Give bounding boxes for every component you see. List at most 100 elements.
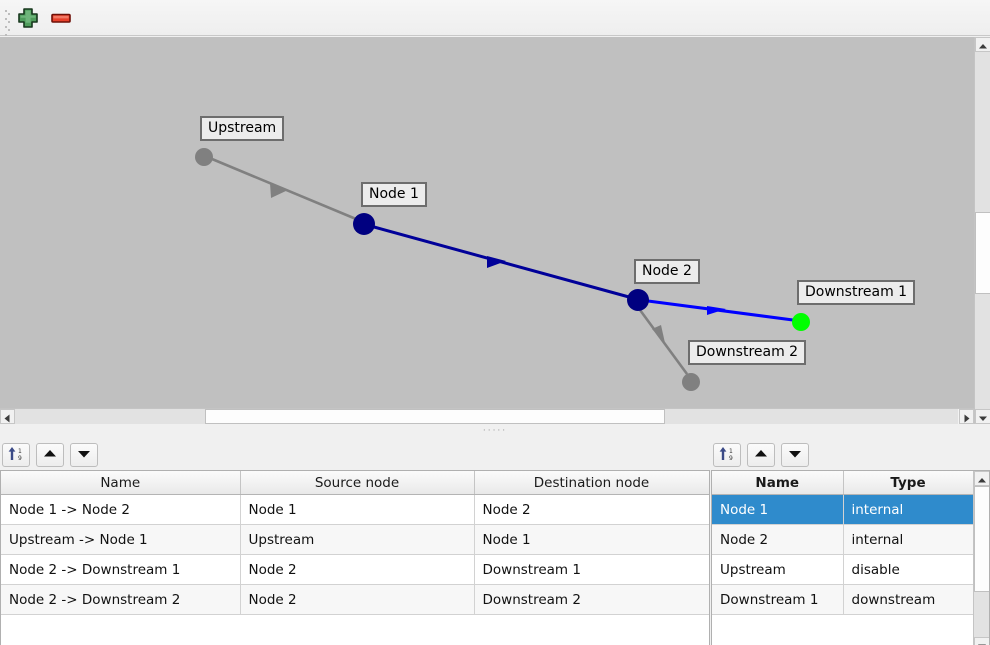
table-row[interactable]: Upstream disable: [712, 554, 974, 585]
splitter-grip-dots: ·····: [482, 426, 508, 436]
nodes-panel: 1 9 Name Type: [711, 440, 990, 645]
edges-col-name[interactable]: Name: [1, 471, 241, 495]
sort-ascending-icon: 1 9: [719, 446, 733, 462]
main-toolbar: [0, 0, 990, 39]
nodes-table-header-row: Name Type: [712, 471, 974, 495]
edges-move-down-button[interactable]: [70, 443, 98, 467]
table-row[interactable]: Node 2 internal: [712, 524, 974, 555]
nodes-table-body: Node 1 internal Node 2 internal Upstream…: [712, 494, 974, 615]
triangle-up-icon: [979, 44, 987, 49]
edge-upstream-to-node1[interactable]: [211, 157, 357, 221]
delete-node-button[interactable]: [48, 6, 74, 30]
graph-node-node2[interactable]: [627, 289, 649, 311]
triangle-left-icon: [4, 414, 10, 423]
node-label-downstream2[interactable]: Downstream 2: [688, 340, 807, 365]
node-name: Upstream: [712, 554, 844, 585]
node-type: disable: [843, 554, 974, 585]
edge-node2-to-downstream1[interactable]: [647, 299, 794, 322]
nodes-toolbar: 1 9: [711, 440, 990, 470]
edge-source: Node 2: [240, 584, 475, 615]
canvas-vscroll-thumb[interactable]: [975, 212, 990, 294]
nodes-vscroll-thumb[interactable]: [974, 486, 989, 592]
triangle-right-icon: [964, 414, 970, 423]
panel-splitter[interactable]: ·····: [0, 425, 990, 436]
svg-text:9: 9: [729, 455, 733, 462]
svg-text:1: 1: [18, 448, 22, 455]
edge-destination: Node 2: [474, 494, 709, 525]
table-row[interactable]: Upstream -> Node 1 Upstream Node 1: [1, 524, 709, 555]
edges-col-source[interactable]: Source node: [240, 471, 475, 495]
edges-panel: 1 9 Name Source: [0, 440, 710, 645]
triangle-up-icon: [44, 449, 56, 456]
canvas-vertical-scrollbar[interactable]: [974, 37, 990, 424]
edges-table-body: Node 1 -> Node 2 Node 1 Node 2 Upstream …: [1, 494, 709, 615]
table-row[interactable]: Node 1 internal: [712, 494, 974, 525]
edge-destination: Node 1: [474, 524, 709, 555]
node-name: Downstream 1: [712, 584, 844, 615]
nodes-move-down-button[interactable]: [781, 443, 809, 467]
nodes-col-name[interactable]: Name: [712, 471, 844, 495]
canvas-hscroll-thumb[interactable]: [205, 409, 665, 424]
edge-source: Upstream: [240, 524, 475, 555]
nodes-col-type[interactable]: Type: [843, 471, 974, 495]
edge-node1-to-node2[interactable]: [373, 225, 630, 299]
node-type: downstream: [843, 584, 974, 615]
edge-node2-to-downstream2[interactable]: [638, 309, 689, 375]
nodes-table-wrapper[interactable]: Name Type Node 1 internal Node 2 interna…: [711, 470, 990, 645]
table-row[interactable]: Node 1 -> Node 2 Node 1 Node 2: [1, 494, 709, 525]
node-name: Node 2: [712, 524, 844, 555]
nodes-table-vertical-scrollbar[interactable]: [973, 471, 989, 645]
svg-text:1: 1: [729, 448, 733, 455]
node-label-node1[interactable]: Node 1: [361, 182, 427, 207]
scroll-down-button[interactable]: [974, 637, 989, 645]
triangle-down-icon: [979, 416, 987, 421]
edge-destination: Downstream 2: [474, 584, 709, 615]
scroll-right-button[interactable]: [959, 409, 974, 424]
scroll-down-button[interactable]: [975, 409, 990, 424]
nodes-table: Name Type Node 1 internal Node 2 interna…: [712, 471, 974, 615]
add-node-button[interactable]: [15, 6, 41, 30]
table-row[interactable]: Downstream 1 downstream: [712, 584, 974, 615]
edge-destination: Downstream 1: [474, 554, 709, 585]
nodes-move-up-button[interactable]: [747, 443, 775, 467]
triangle-up-icon: [755, 449, 767, 456]
graph-canvas-frame: Upstream Node 1 Node 2 Downstream 1 Down…: [0, 37, 990, 441]
edges-toolbar: 1 9: [0, 440, 710, 470]
svg-text:9: 9: [18, 455, 22, 462]
triangle-down-icon: [78, 450, 90, 457]
edges-col-destination[interactable]: Destination node: [474, 471, 709, 495]
edges-table-header-row: Name Source node Destination node: [1, 471, 709, 495]
edges-move-up-button[interactable]: [36, 443, 64, 467]
edge-source: Node 2: [240, 554, 475, 585]
node-label-node2[interactable]: Node 2: [634, 259, 700, 284]
node-name: Node 1: [712, 494, 844, 525]
graph-node-downstream1[interactable]: [792, 313, 810, 331]
edges-table: Name Source node Destination node Node 1…: [1, 471, 709, 615]
edge-name: Node 1 -> Node 2: [1, 494, 241, 525]
scroll-up-button[interactable]: [974, 471, 989, 486]
scroll-up-button[interactable]: [975, 37, 990, 52]
table-row[interactable]: Node 2 -> Downstream 2 Node 2 Downstream…: [1, 584, 709, 615]
edge-source: Node 1: [240, 494, 475, 525]
node-label-downstream1[interactable]: Downstream 1: [797, 280, 916, 305]
graph-node-upstream[interactable]: [195, 148, 213, 166]
canvas-horizontal-scrollbar[interactable]: [0, 408, 974, 424]
graph-svg: [195, 148, 810, 391]
edge-name: Node 2 -> Downstream 1: [1, 554, 241, 585]
edges-sort-button[interactable]: 1 9: [2, 443, 30, 467]
node-label-upstream[interactable]: Upstream: [200, 116, 285, 141]
triangle-down-icon: [978, 644, 986, 645]
toolbar-drag-handle[interactable]: [5, 10, 10, 39]
edge-name: Node 2 -> Downstream 2: [1, 584, 241, 615]
graph-node-node1[interactable]: [353, 213, 375, 235]
edges-table-wrapper[interactable]: Name Source node Destination node Node 1…: [0, 470, 710, 645]
scroll-left-button[interactable]: [0, 409, 15, 424]
nodes-sort-button[interactable]: 1 9: [713, 443, 741, 467]
graph-canvas[interactable]: Upstream Node 1 Node 2 Downstream 1 Down…: [0, 37, 975, 424]
minus-icon: [51, 13, 71, 23]
table-row[interactable]: Node 2 -> Downstream 1 Node 2 Downstream…: [1, 554, 709, 585]
plus-icon: [18, 8, 38, 28]
graph-node-downstream2[interactable]: [682, 373, 700, 391]
triangle-down-icon: [789, 450, 801, 457]
